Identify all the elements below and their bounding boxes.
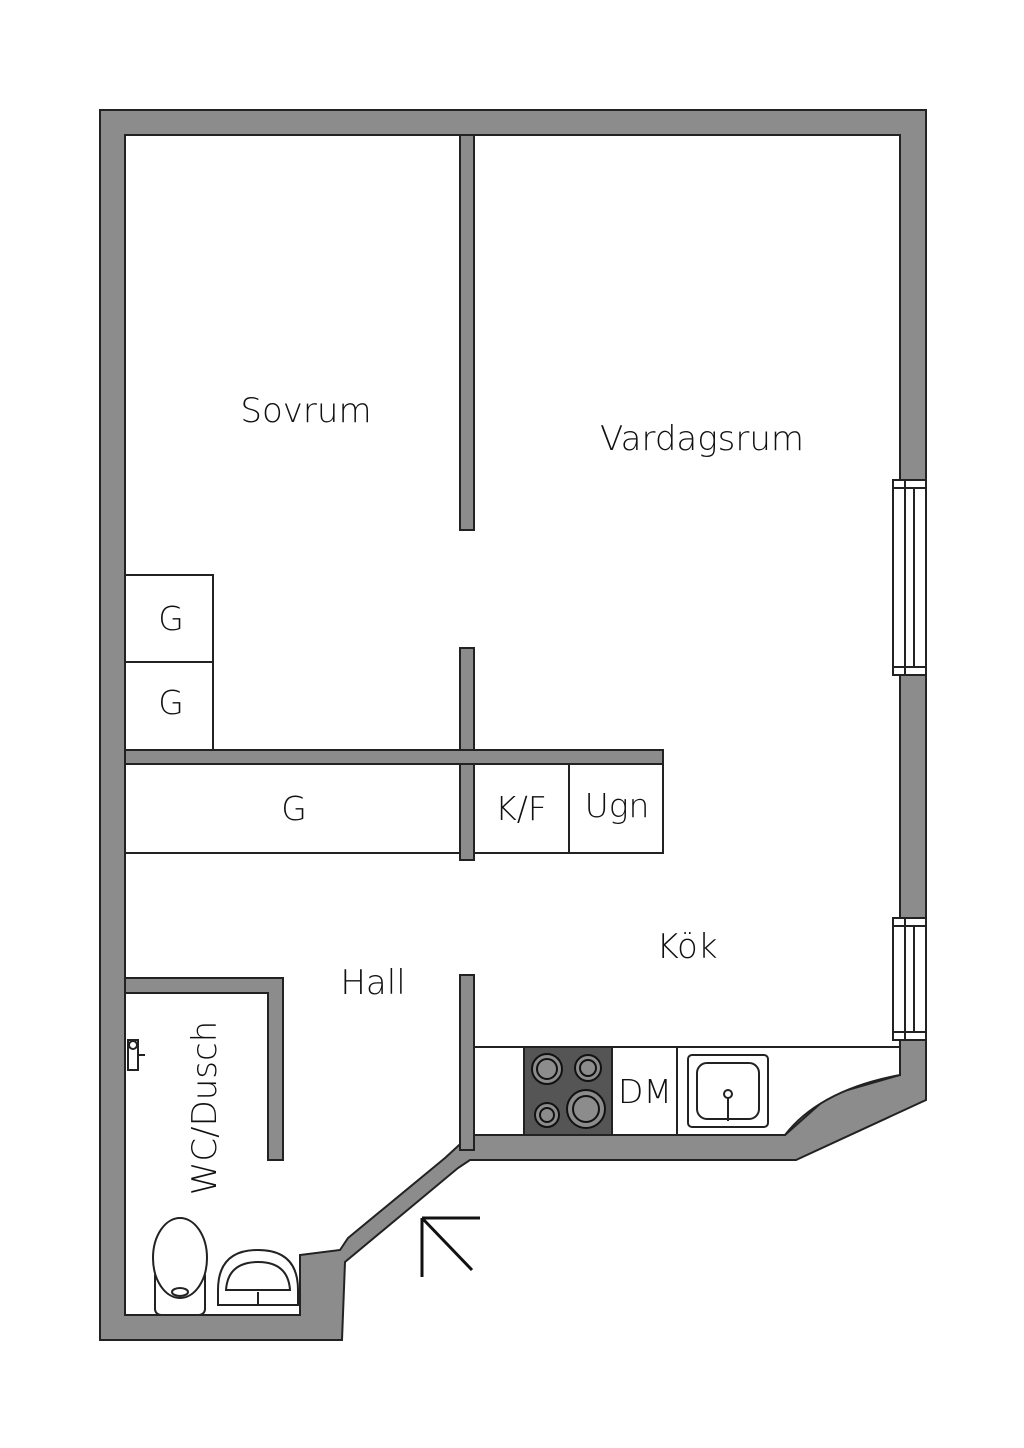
stove-burners <box>531 1053 606 1129</box>
wardrobe-lower <box>124 661 214 751</box>
sink <box>687 1054 769 1128</box>
label-wardrobe-lower: G <box>158 683 184 722</box>
oven-unit <box>568 763 664 854</box>
label-bedroom: Sovrum <box>240 391 371 431</box>
label-living-room: Vardagsrum <box>600 419 804 459</box>
label-wardrobe-hall: G <box>281 789 307 828</box>
label-bathroom: WC/Dusch <box>185 1021 225 1196</box>
wall-bathroom <box>124 977 284 1161</box>
window-upper <box>892 479 927 676</box>
label-dishwasher: DM <box>618 1072 672 1111</box>
wall-kitchen-hall <box>459 974 475 1151</box>
wall-bedroom-hall <box>124 749 664 765</box>
label-wardrobe-upper: G <box>158 599 184 638</box>
toilet <box>152 1217 208 1316</box>
washbasin <box>217 1248 299 1306</box>
window-lower <box>892 917 927 1041</box>
entrance-arrow-icon <box>420 1216 480 1277</box>
label-fridge-freezer: K/F <box>495 789 547 828</box>
wardrobe-hall <box>124 763 461 854</box>
label-oven: Ugn <box>585 786 650 825</box>
shower-tap <box>127 1039 145 1071</box>
wall-bedroom-living-upper <box>459 134 475 531</box>
label-hall: Hall <box>340 963 405 1003</box>
label-kitchen: Kök <box>656 927 717 967</box>
